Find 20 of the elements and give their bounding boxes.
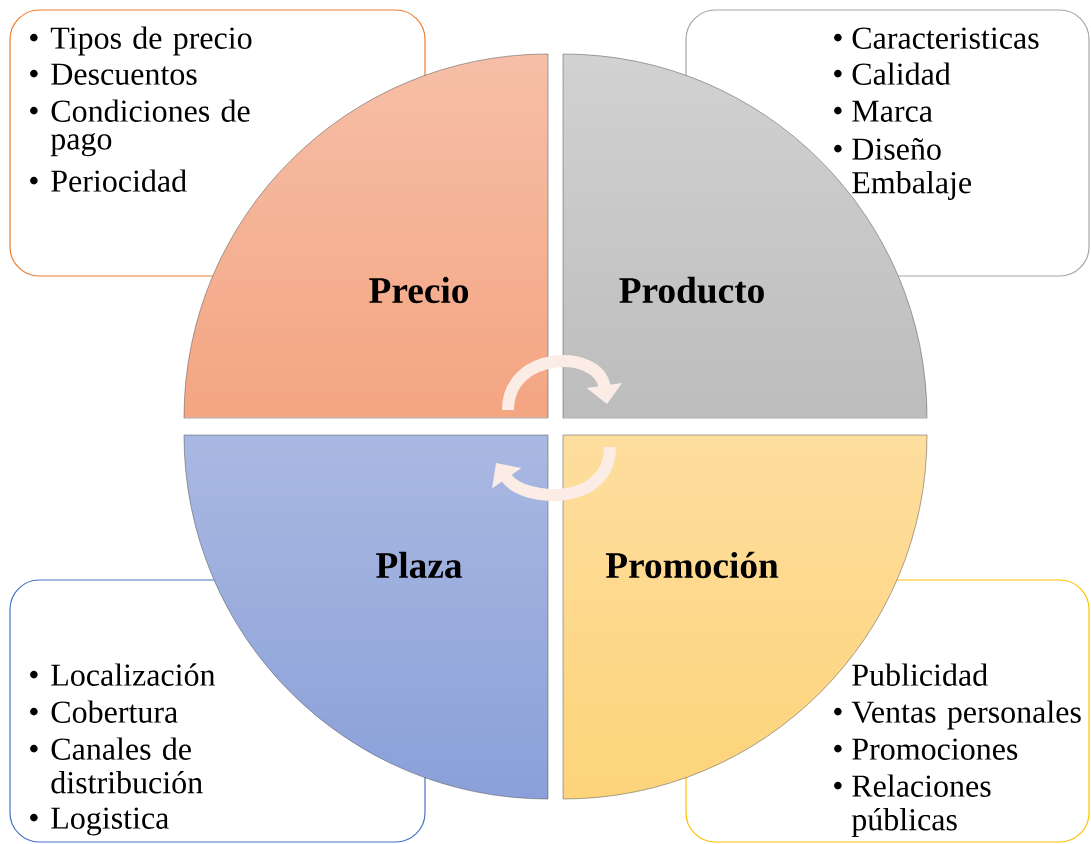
bullet: •: [834, 781, 842, 790]
bullet: •: [30, 106, 38, 115]
bullet: •: [834, 707, 842, 716]
curved-arrow: [492, 446, 616, 501]
bullet: •: [30, 176, 38, 185]
list-item: Cobertura: [51, 700, 178, 723]
bullet: •: [834, 106, 842, 115]
bullet: •: [30, 813, 38, 822]
bullet: •: [30, 69, 38, 78]
bullet: •: [834, 69, 842, 78]
bullet: •: [30, 670, 38, 679]
list-item: Logistica: [51, 807, 169, 836]
list-item: Caracteristicas: [852, 27, 1039, 49]
bullet: •: [834, 144, 842, 153]
bullet: •: [30, 707, 38, 716]
bullet: •: [30, 744, 38, 753]
list-item: Tipos de precio: [50, 26, 252, 56]
bullet: •: [834, 744, 842, 753]
bullet: •: [30, 33, 38, 42]
bullet: •: [834, 33, 842, 42]
